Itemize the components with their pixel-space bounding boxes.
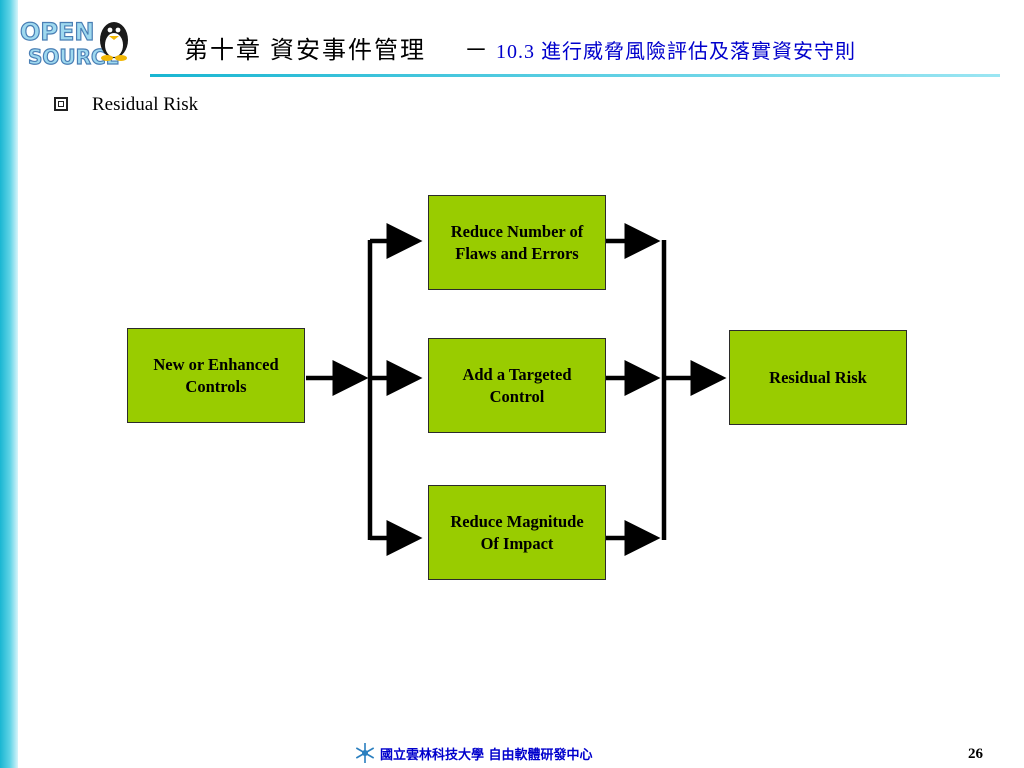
source-node: New or Enhanced Controls — [127, 328, 305, 423]
left-accent-stripe — [0, 0, 18, 768]
target-node: Residual Risk — [729, 330, 907, 425]
branch-node-targeted-control: Add a Targeted Control — [428, 338, 606, 433]
title-separator: － — [464, 38, 490, 64]
slide-title: 第十章 資安事件管理 － 10.3 進行威脅風險評估及落實資安守則 — [184, 30, 856, 64]
header-divider — [150, 74, 1000, 77]
section-title: 10.3 進行威脅風險評估及落實資安守則 — [496, 41, 856, 63]
page-number: 26 — [968, 746, 983, 762]
bullet-text: Residual Risk — [92, 94, 199, 115]
svg-text:OPEN: OPEN — [20, 18, 94, 46]
open-source-logo: OPEN SOURCE — [19, 17, 128, 70]
snowflake-logo-icon — [355, 743, 375, 763]
footer-university: 國立雲林科技大學 自由軟體研發中心 — [380, 748, 593, 763]
branch-node-reduce-flaws: Reduce Number of Flaws and Errors — [428, 195, 606, 290]
square-bullet-icon — [54, 97, 68, 111]
target-node-label: Residual Risk — [769, 367, 867, 387]
branch-node-label: Reduce Magnitude Of Impact — [450, 511, 584, 553]
source-node-label: New or Enhanced Controls — [153, 354, 279, 396]
chapter-title: 第十章 資安事件管理 — [184, 38, 426, 64]
branch-node-reduce-impact: Reduce Magnitude Of Impact — [428, 485, 606, 580]
branch-node-label: Reduce Number of Flaws and Errors — [450, 221, 584, 263]
branch-node-label: Add a Targeted Control — [462, 364, 572, 406]
